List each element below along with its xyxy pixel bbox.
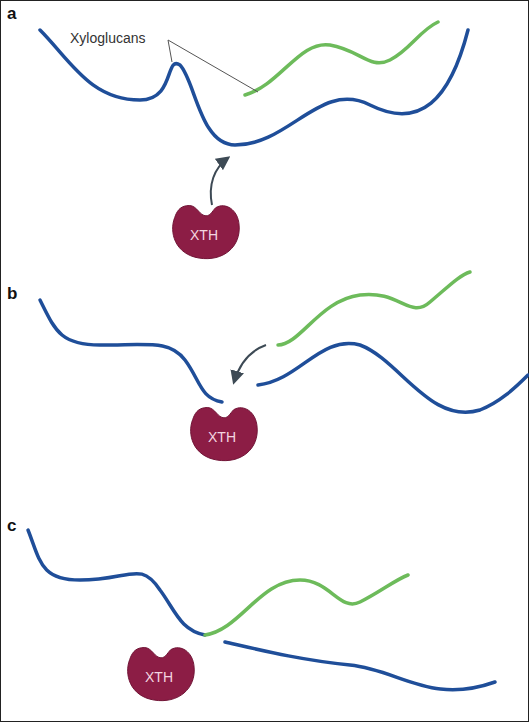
enzyme-label: XTH [208, 429, 236, 445]
xth-enzyme: XTH [183, 400, 261, 462]
xyloglucan-chain [205, 575, 408, 635]
xyloglucan-chain [278, 272, 470, 345]
xyloglucan-chain [245, 22, 438, 95]
enzyme-label: XTH [190, 227, 218, 243]
xth-enzyme: XTH [165, 198, 243, 260]
panel-letter: c [7, 516, 16, 536]
enzyme-label: XTH [145, 669, 173, 685]
action-arrow [211, 158, 228, 205]
action-arrow [234, 345, 266, 382]
xyloglucan-chain [225, 642, 495, 690]
xyloglucan-chain [40, 300, 222, 402]
panel-letter: b [7, 284, 17, 304]
xth-enzyme: XTH [120, 640, 198, 702]
xyloglucan-chain [28, 530, 205, 635]
xyloglucan-chain [40, 30, 468, 145]
panel-letter: a [7, 4, 16, 24]
leader-line [168, 40, 258, 92]
xyloglucan-chain [258, 344, 528, 413]
callout-label: Xyloglucans [70, 30, 146, 46]
